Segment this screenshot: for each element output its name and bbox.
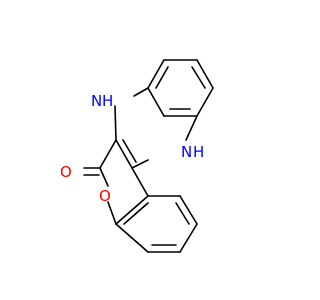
- bond: [179, 195, 198, 225]
- bond: [179, 223, 198, 253]
- bond: [115, 139, 133, 169]
- nitrogen-label-right: N: [181, 143, 192, 161]
- bond: [175, 202, 190, 225]
- bond: [191, 66, 206, 89]
- bond: [115, 223, 149, 253]
- bond: [185, 115, 198, 141]
- hydrogen-label-right: H: [193, 143, 204, 161]
- bond: [131, 167, 149, 197]
- bond: [147, 59, 165, 89]
- bond: [115, 195, 149, 225]
- bond: [114, 105, 117, 141]
- bond: [131, 159, 149, 169]
- hydrogen-label-top: H: [102, 92, 113, 110]
- molecule-diagram: N H N H O O: [60, 59, 214, 253]
- bond: [196, 87, 214, 117]
- bond: [123, 202, 149, 225]
- ring-oxygen-label: O: [99, 187, 111, 205]
- bond: [147, 87, 165, 117]
- carbonyl-oxygen-label: O: [60, 163, 72, 181]
- atom-labels: N H N H O O: [60, 92, 204, 205]
- bond: [133, 87, 149, 97]
- nitrogen-label-top: N: [91, 92, 102, 110]
- bond: [122, 139, 137, 163]
- bond: [107, 201, 117, 225]
- bond: [99, 139, 117, 169]
- bond: [155, 66, 169, 89]
- bonds: [83, 59, 214, 253]
- bond: [196, 59, 214, 89]
- bond: [99, 167, 109, 187]
